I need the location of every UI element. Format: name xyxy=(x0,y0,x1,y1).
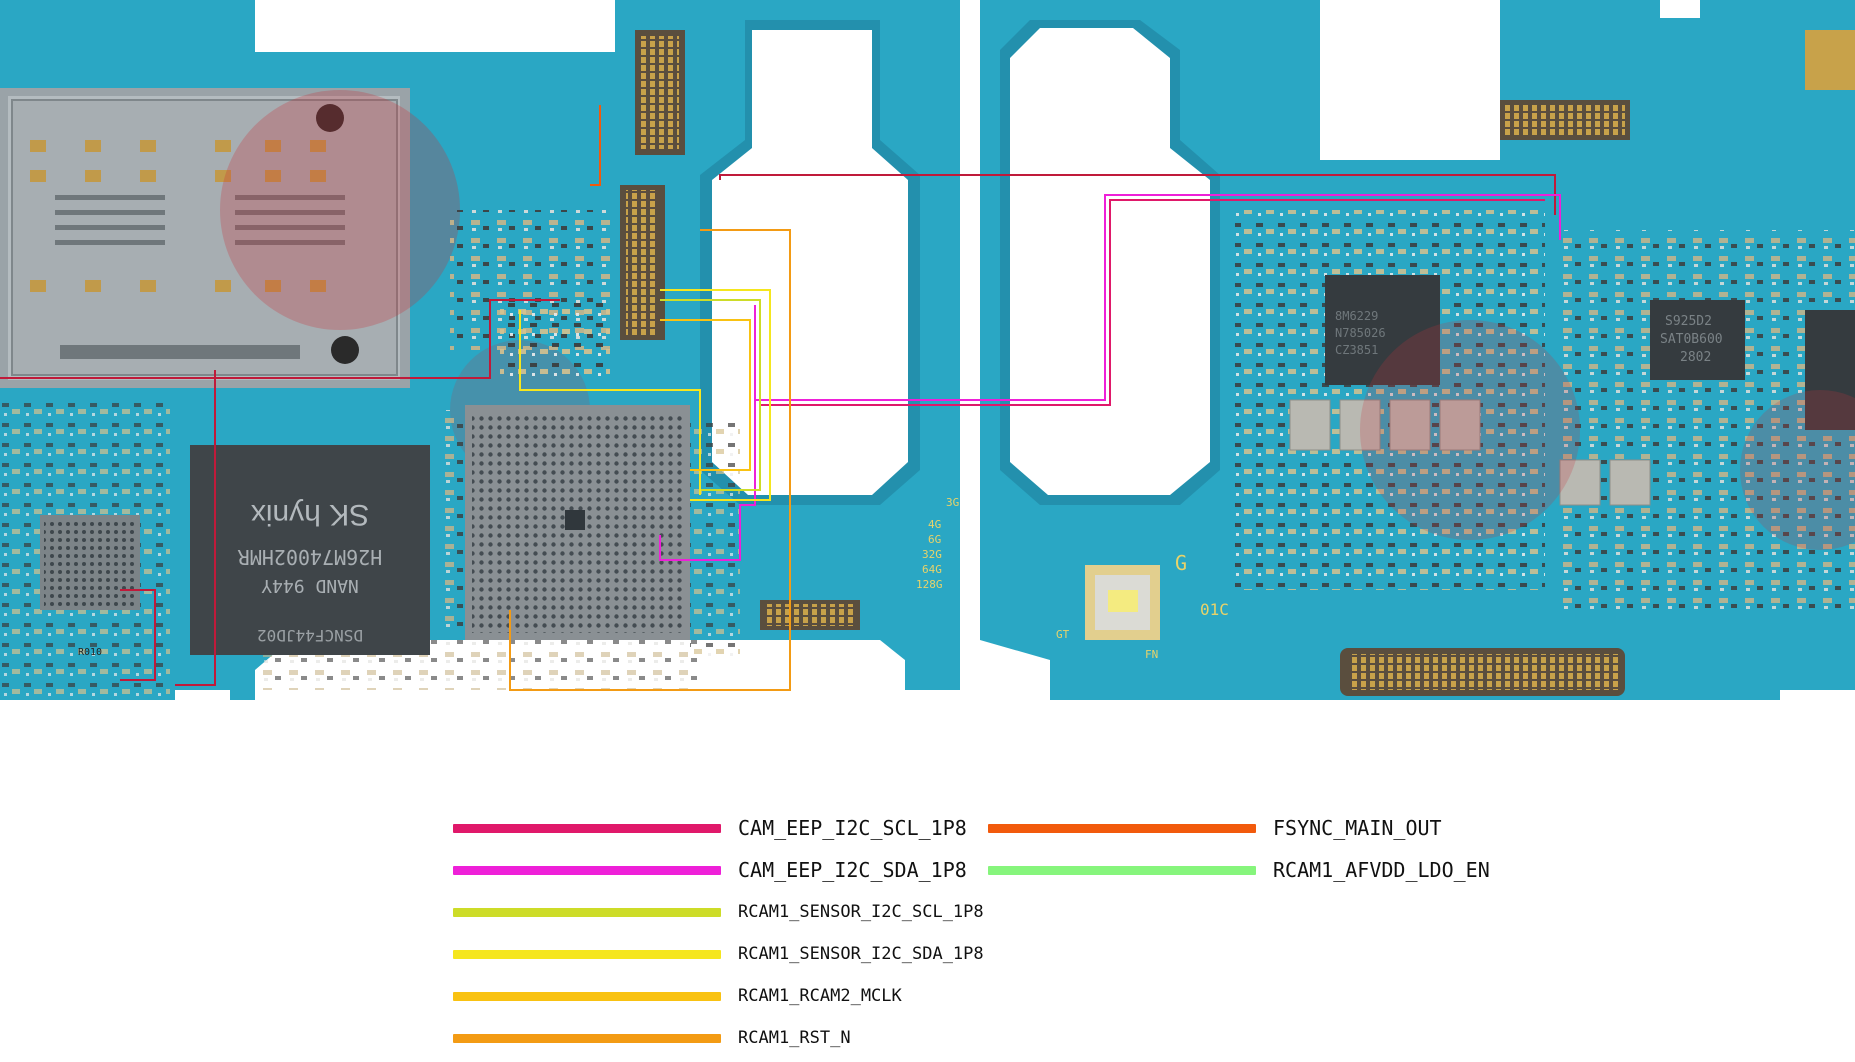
legend-swatch xyxy=(453,824,721,833)
legend-label: RCAM1_SENSOR_I2C_SCL_1P8 xyxy=(738,902,984,922)
pmic-lot-text: 2802 xyxy=(1680,350,1711,365)
trace-lime xyxy=(660,299,761,491)
nand-labels: NAND 944Y H26M74002HMR SK hynix xyxy=(237,498,382,596)
trace-orange xyxy=(509,229,791,691)
ram-mark-6: 128G xyxy=(916,578,943,591)
trace-orange-fsync xyxy=(590,105,601,186)
resistor-label: R010 xyxy=(78,647,102,658)
pmic2-line-1: 8M6229 xyxy=(1335,309,1378,323)
legend-label: FSYNC_MAIN_OUT xyxy=(1273,816,1442,840)
trace-red-3 xyxy=(0,299,560,379)
pmic-code-text: SAT0B600 xyxy=(1660,332,1723,347)
trace-red-4 xyxy=(120,589,156,681)
mark-g: G xyxy=(1175,551,1187,575)
right-board: 8M6229 N785026 CZ3851 S925D2 SAT0B600 28… xyxy=(980,0,1855,720)
legend-swatch xyxy=(453,908,721,917)
nand-code-text: DSNCF44JD02 xyxy=(257,626,363,645)
ram-mark-2: 4G xyxy=(928,518,941,531)
mark-fn: FN xyxy=(1145,648,1158,661)
legend-swatch xyxy=(453,950,721,959)
ram-mark-1: 3G xyxy=(946,496,959,509)
trace-red-2 xyxy=(175,370,216,686)
legend-swatch xyxy=(988,866,1256,875)
trace-magenta-2 xyxy=(659,305,756,561)
ram-mark-4: 32G xyxy=(922,548,942,561)
legend-swatch xyxy=(453,992,721,1001)
pmic2-line-2: N785026 xyxy=(1335,326,1386,340)
pmic2-line-3: CZ3851 xyxy=(1335,343,1378,357)
mark-gt: GT xyxy=(1056,628,1070,641)
legend-label: RCAM1_SENSOR_I2C_SDA_1P8 xyxy=(738,944,984,964)
legend-label: CAM_EEP_I2C_SDA_1P8 xyxy=(738,858,967,882)
legend-swatch xyxy=(453,866,721,875)
pmic-part-text: S925D2 xyxy=(1665,314,1712,329)
nand-part-text: H26M74002HMR xyxy=(237,545,382,569)
legend-swatch xyxy=(453,1034,721,1043)
trace-mclk xyxy=(660,319,751,471)
nand-type-text: NAND 944Y xyxy=(261,575,359,596)
signal-traces xyxy=(0,105,1561,691)
legend-label: CAM_EEP_I2C_SCL_1P8 xyxy=(738,816,967,840)
trace-yellow-2 xyxy=(519,310,701,495)
board-rev-text: 01C xyxy=(1200,600,1229,619)
pcb-board-image: DSNCF44JD02 NAND 944Y H26M74002HMR SK hy… xyxy=(0,0,1855,720)
pmic2-labels: 8M6229 N785026 CZ3851 xyxy=(1335,309,1386,357)
legend-swatch xyxy=(988,824,1256,833)
ram-mark-3: 6G xyxy=(928,533,941,546)
legend-label: RCAM1_AFVDD_LDO_EN xyxy=(1273,858,1490,882)
trace-yellow xyxy=(660,289,771,501)
pmic-labels: S925D2 SAT0B600 2802 xyxy=(1660,314,1723,365)
left-board: DSNCF44JD02 NAND 944Y H26M74002HMR SK hy… xyxy=(0,0,960,720)
nand-brand-text: SK hynix xyxy=(251,498,369,531)
ram-mark-5: 64G xyxy=(922,563,942,576)
legend-label: RCAM1_RST_N xyxy=(738,1028,851,1048)
legend-label: RCAM1_RCAM2_MCLK xyxy=(738,986,902,1006)
